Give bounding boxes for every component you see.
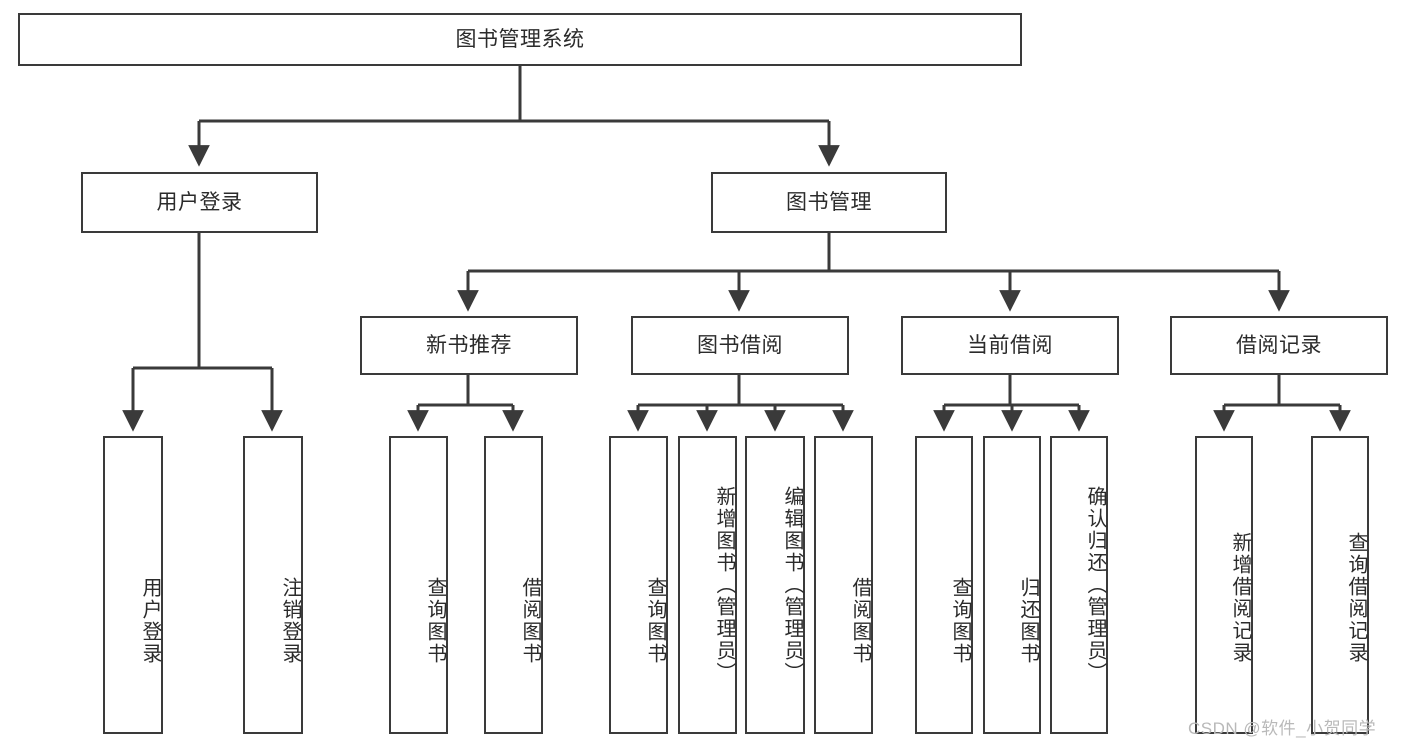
- node-leaf-query-book-1-label: 查询图书: [424, 577, 446, 665]
- node-leaf-add-record-label: 新增借阅记录: [1229, 532, 1251, 664]
- node-root[interactable]: 图书管理系统: [18, 13, 1022, 66]
- node-book-borrow-label: 图书借阅: [697, 333, 783, 357]
- node-leaf-return-book-label: 归还图书: [1017, 577, 1039, 665]
- node-borrow-record-label: 借阅记录: [1236, 333, 1322, 357]
- node-new-book-recommend-label: 新书推荐: [426, 333, 512, 357]
- node-leaf-user-logout[interactable]: 注销登录: [243, 436, 303, 734]
- node-leaf-user-login[interactable]: 用户登录: [103, 436, 163, 734]
- node-leaf-add-book[interactable]: 新增图书（管理员）: [678, 436, 737, 734]
- node-leaf-borrow-book-2-label: 借阅图书: [849, 577, 871, 665]
- node-user-login[interactable]: 用户登录: [81, 172, 318, 233]
- node-book-manage[interactable]: 图书管理: [711, 172, 947, 233]
- node-new-book-recommend[interactable]: 新书推荐: [360, 316, 578, 375]
- node-leaf-query-book-1[interactable]: 查询图书: [389, 436, 448, 734]
- node-book-borrow[interactable]: 图书借阅: [631, 316, 849, 375]
- node-leaf-query-book-2[interactable]: 查询图书: [609, 436, 668, 734]
- node-leaf-borrow-book-1[interactable]: 借阅图书: [484, 436, 543, 734]
- node-leaf-return-book[interactable]: 归还图书: [983, 436, 1041, 734]
- node-leaf-query-book-3[interactable]: 查询图书: [915, 436, 973, 734]
- node-user-login-label: 用户登录: [156, 190, 243, 214]
- node-leaf-user-logout-label: 注销登录: [279, 577, 301, 665]
- node-leaf-confirm-return-label: 确认归还（管理员）: [1084, 486, 1106, 684]
- node-leaf-add-book-label: 新增图书（管理员）: [713, 486, 735, 684]
- node-book-manage-label: 图书管理: [786, 190, 872, 214]
- node-leaf-query-record-label: 查询借阅记录: [1345, 532, 1367, 664]
- node-root-label: 图书管理系统: [455, 27, 585, 51]
- node-leaf-borrow-book-1-label: 借阅图书: [519, 577, 541, 665]
- node-leaf-query-book-3-label: 查询图书: [949, 577, 971, 665]
- node-leaf-query-book-2-label: 查询图书: [644, 577, 666, 665]
- node-leaf-add-record[interactable]: 新增借阅记录: [1195, 436, 1253, 734]
- node-leaf-query-record[interactable]: 查询借阅记录: [1311, 436, 1369, 734]
- watermark: CSDN @软件_小贺同学: [1188, 719, 1377, 738]
- node-leaf-user-login-label: 用户登录: [139, 577, 161, 665]
- node-current-borrow-label: 当前借阅: [967, 333, 1053, 357]
- node-borrow-record[interactable]: 借阅记录: [1170, 316, 1388, 375]
- node-leaf-borrow-book-2[interactable]: 借阅图书: [814, 436, 873, 734]
- node-leaf-edit-book[interactable]: 编辑图书（管理员）: [745, 436, 805, 734]
- node-leaf-confirm-return[interactable]: 确认归还（管理员）: [1050, 436, 1108, 734]
- node-current-borrow[interactable]: 当前借阅: [901, 316, 1119, 375]
- node-leaf-edit-book-label: 编辑图书（管理员）: [781, 486, 803, 684]
